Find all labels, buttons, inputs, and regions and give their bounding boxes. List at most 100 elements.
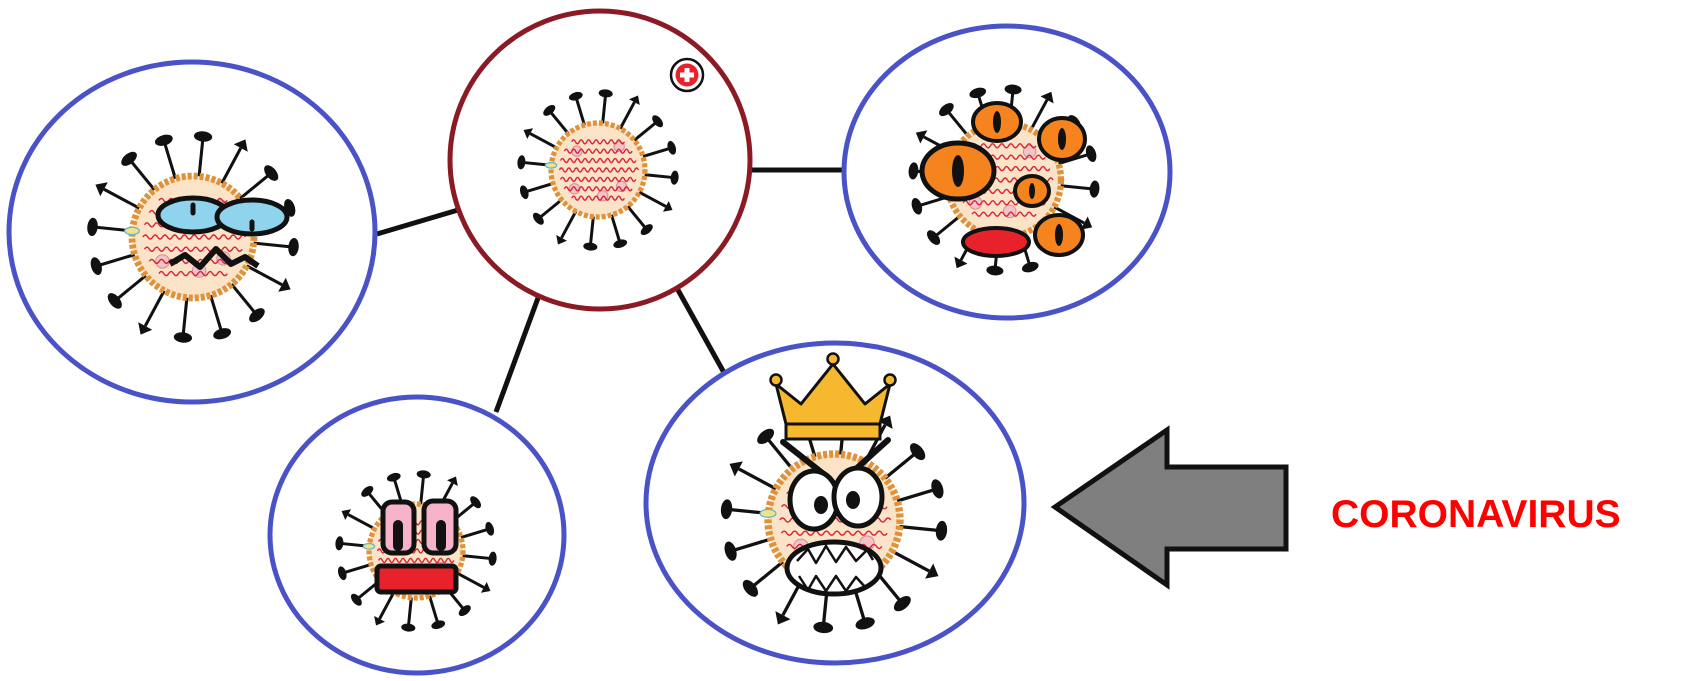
- spike: [341, 509, 378, 532]
- many-eyes-mouth: [961, 226, 1031, 258]
- spike: [642, 170, 679, 185]
- spike: [568, 91, 587, 128]
- spike: [882, 443, 926, 481]
- spike: [427, 593, 446, 630]
- vesicle: [568, 183, 581, 195]
- spike: [244, 263, 291, 292]
- rna-strand: [559, 157, 637, 164]
- spike: [729, 461, 779, 492]
- spike: [1028, 91, 1054, 133]
- spike: [583, 214, 598, 251]
- spike: [374, 589, 397, 626]
- red-cross-icon: [669, 57, 705, 93]
- spike: [926, 213, 963, 245]
- spike: [121, 151, 157, 193]
- spike: [625, 203, 653, 236]
- spike: [523, 128, 560, 151]
- spike: [229, 281, 265, 323]
- rna-strand: [558, 167, 640, 173]
- vesicle: [1022, 144, 1037, 159]
- shell-marker: [124, 226, 140, 236]
- shocked-rect-mouth: [374, 563, 459, 595]
- rna-strand: [971, 211, 1037, 217]
- spike: [219, 139, 248, 186]
- spike: [138, 288, 167, 335]
- spike: [543, 104, 571, 137]
- spike: [458, 521, 495, 540]
- spike: [724, 536, 774, 561]
- worried-zigzag-mouth: [168, 246, 260, 270]
- many-eyes-pupil-5: [1055, 224, 1063, 246]
- spike: [460, 551, 497, 566]
- spike: [1058, 180, 1100, 198]
- spike: [617, 95, 640, 132]
- spike: [609, 212, 628, 249]
- rna-strand: [563, 186, 633, 192]
- spike: [939, 102, 971, 139]
- shell-marker: [759, 508, 777, 518]
- connector-angry-king: [675, 288, 730, 380]
- spike: [636, 189, 673, 212]
- connector-shocked: [493, 297, 541, 413]
- rna-strand: [971, 143, 1037, 149]
- vesicle: [571, 145, 583, 157]
- spike: [454, 570, 491, 593]
- spike: [598, 89, 613, 126]
- many-eyes-pupil-1: [993, 111, 1001, 133]
- spike: [631, 115, 664, 143]
- angry-left-eye: [787, 468, 841, 532]
- vesicle: [155, 254, 170, 269]
- spike: [193, 131, 213, 179]
- rna-strand: [563, 148, 633, 154]
- worried-right-eye: [214, 197, 290, 237]
- many-eyes-pupil-4: [1029, 183, 1035, 199]
- spike: [532, 197, 565, 225]
- rna-strand: [143, 246, 243, 252]
- rna-strand: [559, 176, 637, 183]
- angry-lower-teeth: [797, 574, 867, 593]
- shocked-right-pupil: [436, 520, 446, 551]
- worried-face: [155, 195, 290, 270]
- shocked-face: [374, 498, 459, 595]
- spike: [757, 428, 795, 472]
- rna-strand: [571, 139, 626, 145]
- many-eyes-pupil-3: [952, 155, 964, 187]
- spike: [401, 595, 416, 632]
- spike: [416, 470, 431, 507]
- angry-upper-teeth: [796, 544, 875, 565]
- spike: [251, 237, 299, 257]
- spike: [237, 165, 279, 201]
- crown-icon: [769, 352, 897, 441]
- spike: [640, 140, 677, 159]
- rna-strand: [158, 270, 228, 277]
- spike: [154, 134, 178, 181]
- spike: [556, 208, 579, 245]
- spike: [889, 548, 939, 579]
- connector-worried: [376, 207, 459, 237]
- connector-lines: [376, 167, 845, 413]
- angry-left-pupil: [814, 496, 828, 514]
- left-arrow-icon: [1050, 425, 1289, 590]
- rna-strand: [142, 234, 247, 240]
- spike: [897, 520, 948, 541]
- rna-strand: [377, 557, 455, 564]
- rna-strand: [780, 530, 888, 536]
- spike: [107, 273, 149, 309]
- angry-right-pupil: [846, 491, 860, 509]
- spike: [208, 293, 232, 340]
- many-eyes-face: [919, 101, 1087, 258]
- spike: [894, 479, 944, 504]
- shell-marker: [362, 542, 376, 550]
- spike: [742, 559, 786, 597]
- virus-faces: [155, 57, 1087, 597]
- spike: [90, 252, 137, 276]
- central-virion: [517, 89, 679, 251]
- rna-strand: [571, 195, 626, 201]
- spike: [519, 181, 556, 200]
- spike: [95, 182, 142, 211]
- many-eyes-pupil-2: [1058, 128, 1066, 150]
- coronavirus-label: CORONAVIRUS: [1331, 493, 1621, 536]
- shocked-left-pupil: [393, 520, 403, 551]
- angry-king-face: [769, 352, 897, 597]
